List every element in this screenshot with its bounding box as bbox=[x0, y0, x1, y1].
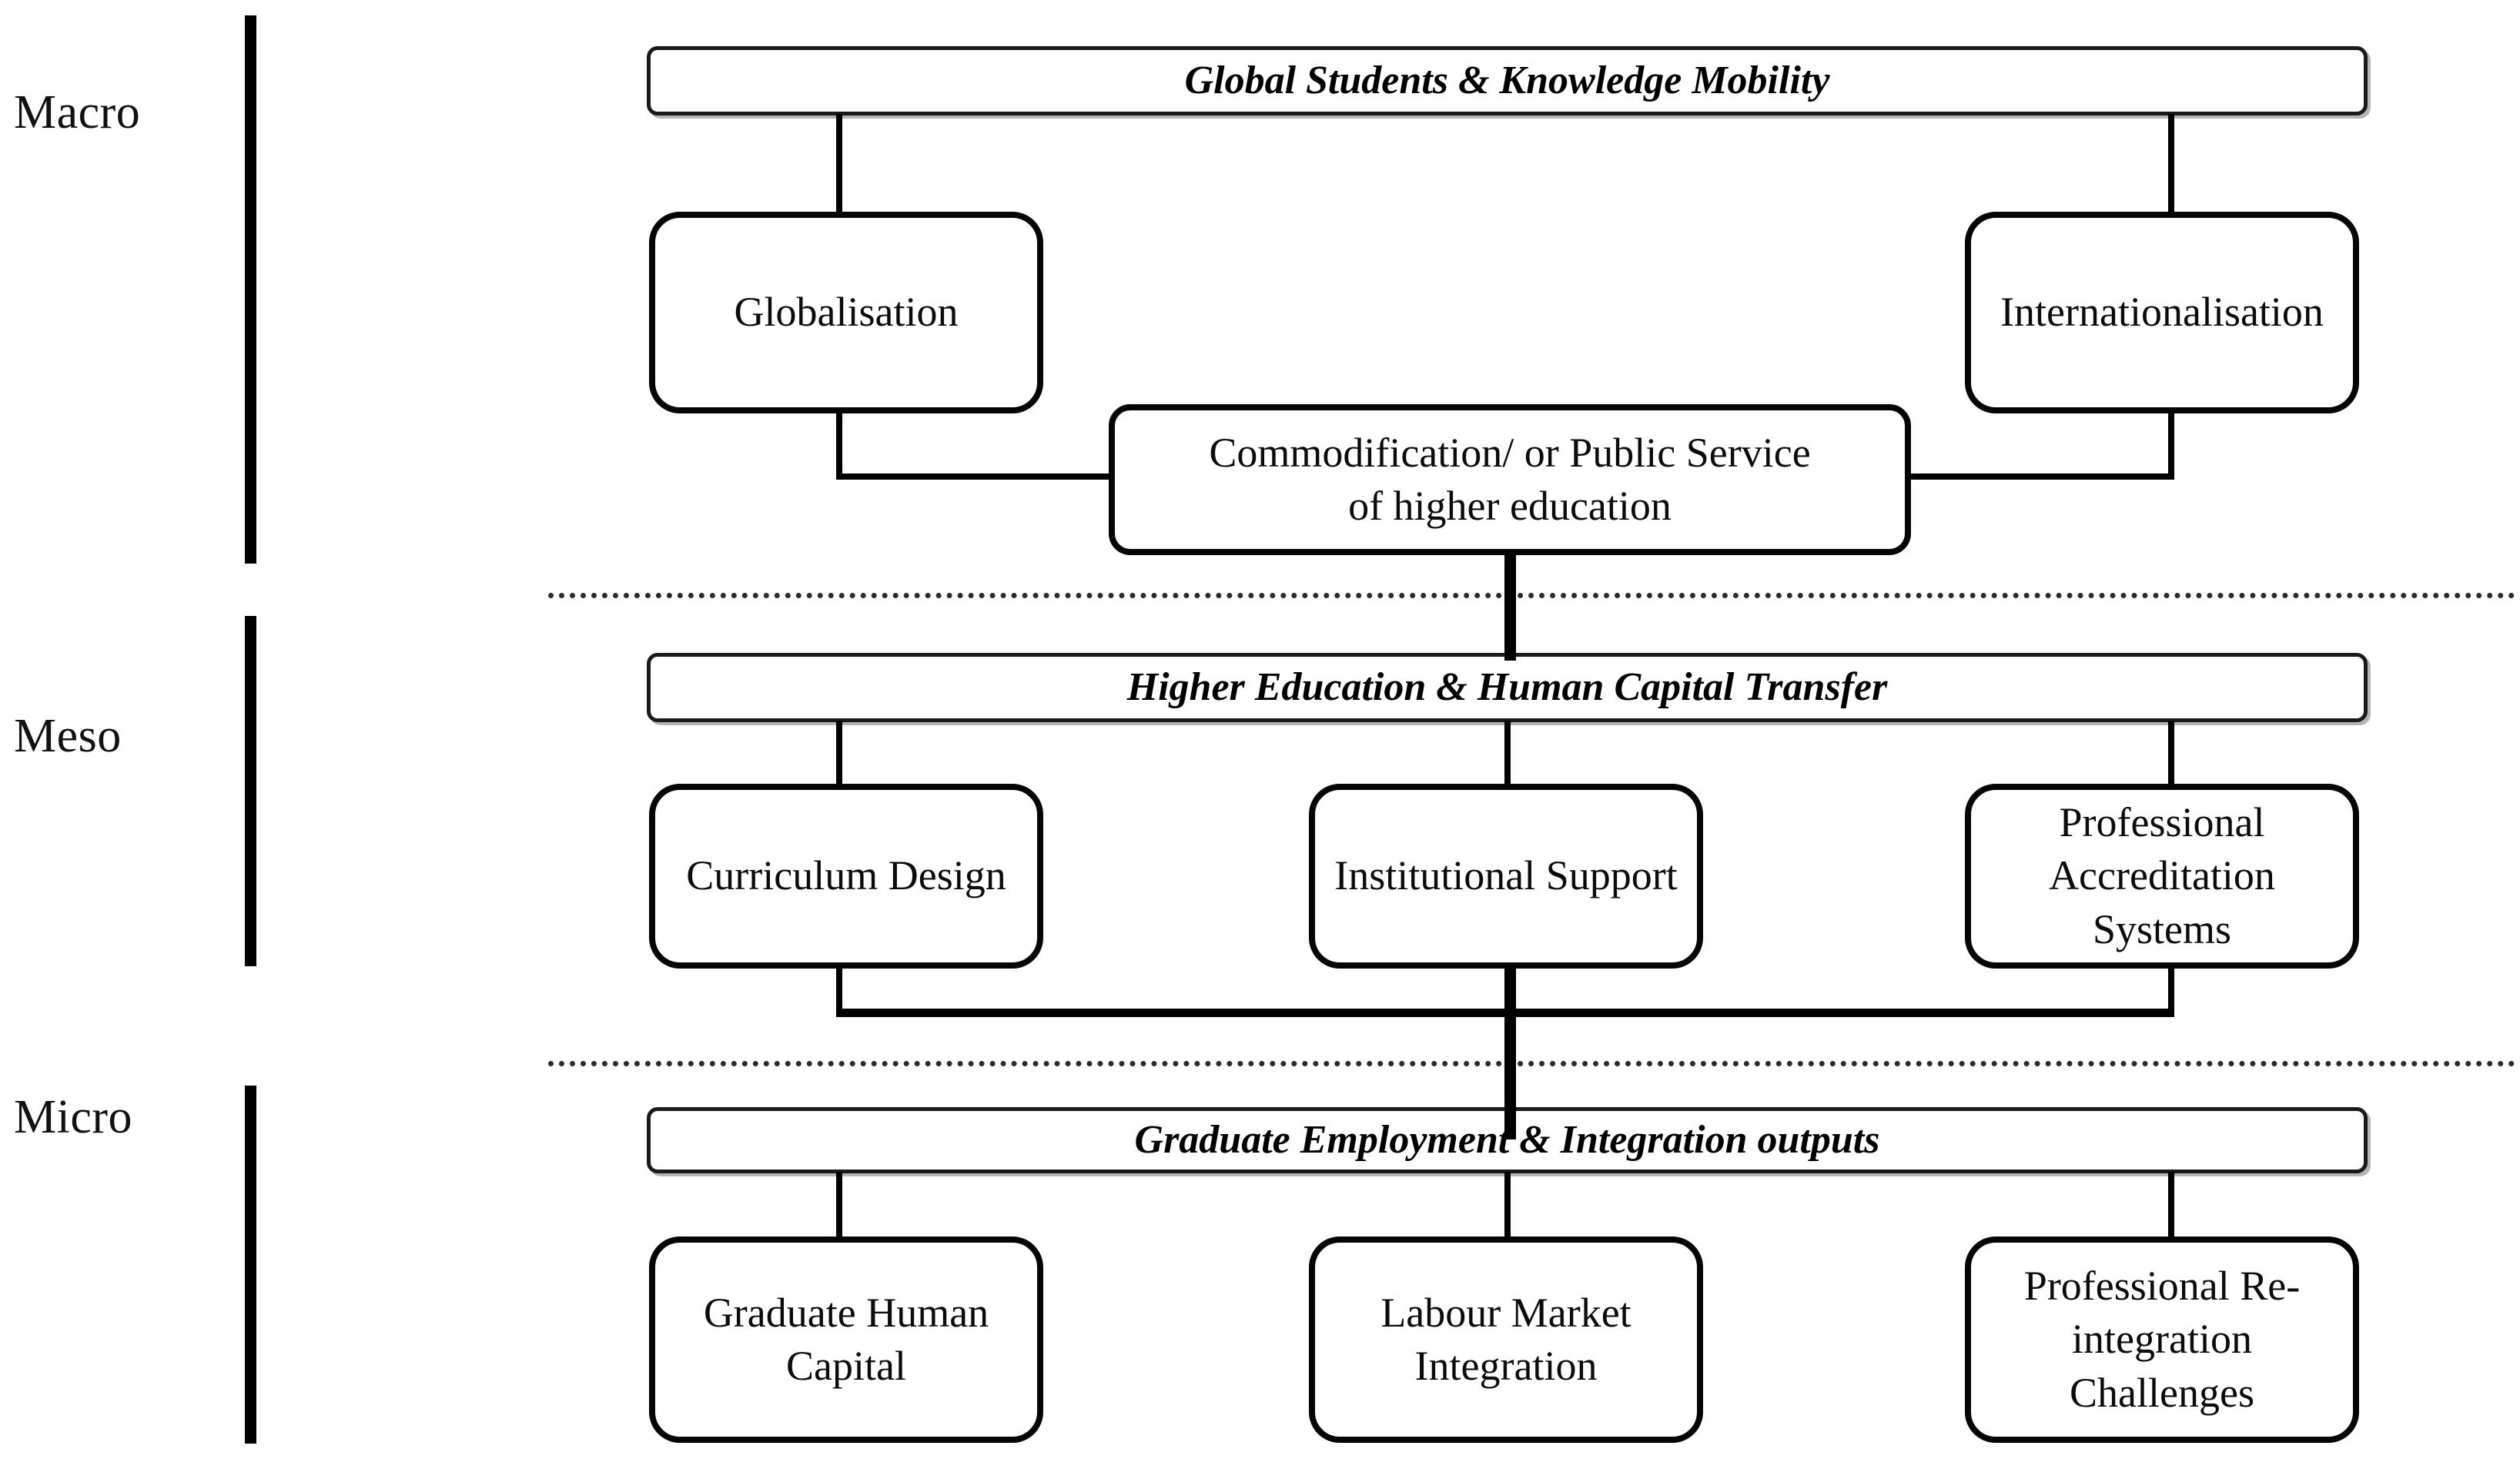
connector-internationalisation-to-commodification bbox=[1896, 474, 2174, 480]
node-commodification-public-service[interactable]: Commodification/ or Public Service of hi… bbox=[1109, 404, 1911, 555]
node-curriculum-design-label: Curriculum Design bbox=[686, 852, 1006, 899]
node-institutional-support[interactable]: Institutional Support bbox=[1309, 784, 1703, 969]
node-professional-accreditation-systems-label: Professional Accreditation Systems bbox=[2049, 799, 2275, 952]
connector-macro-to-meso-trunk bbox=[1504, 551, 1516, 661]
level-label-meso: Meso bbox=[14, 710, 122, 762]
node-professional-reintegration-challenges-label: Professional Re- integration Challenges bbox=[2023, 1263, 2301, 1416]
level-label-macro: Macro bbox=[14, 86, 141, 139]
node-institutional-support-label: Institutional Support bbox=[1334, 852, 1678, 899]
node-curriculum-design[interactable]: Curriculum Design bbox=[649, 784, 1043, 969]
connector-curriculum-design-down bbox=[836, 965, 842, 1013]
node-globalisation-label: Globalisation bbox=[734, 289, 959, 336]
connector-globalisation-to-commodification bbox=[836, 474, 1125, 480]
level-label-micro: Micro bbox=[14, 1091, 133, 1143]
macro-banner: Global Students & Knowledge Mobility bbox=[647, 46, 2368, 115]
connector-meso-banner-to-curriculum-design bbox=[836, 721, 842, 787]
connector-macro-banner-to-globalisation bbox=[836, 114, 842, 216]
connector-meso-banner-to-institutional-support bbox=[1504, 721, 1511, 787]
node-labour-market-integration-label: Labour Market Integration bbox=[1380, 1289, 1631, 1389]
macro-banner-label: Global Students & Knowledge Mobility bbox=[1184, 58, 1830, 102]
node-graduate-human-capital[interactable]: Graduate Human Capital bbox=[649, 1236, 1043, 1443]
level-rule-macro bbox=[245, 15, 256, 564]
node-internationalisation-label: Internationalisation bbox=[2000, 289, 2324, 336]
connector-micro-banner-to-graduate-human-capital bbox=[836, 1172, 842, 1240]
node-commodification-public-service-label: Commodification/ or Public Service of hi… bbox=[1209, 429, 1811, 529]
connector-meso-to-micro-trunk bbox=[1504, 965, 1516, 1139]
level-rule-micro bbox=[245, 1086, 256, 1444]
node-professional-accreditation-systems[interactable]: Professional Accreditation Systems bbox=[1965, 784, 2359, 969]
connector-internationalisation-down bbox=[2168, 410, 2174, 480]
connector-micro-banner-to-reintegration-challenges bbox=[2168, 1172, 2174, 1240]
connector-macro-banner-to-internationalisation bbox=[2168, 114, 2174, 216]
connector-meso-banner-to-accreditation-systems bbox=[2168, 721, 2174, 787]
level-rule-meso bbox=[245, 616, 256, 966]
connector-globalisation-down bbox=[836, 410, 842, 480]
meso-banner: Higher Education & Human Capital Transfe… bbox=[647, 653, 2368, 722]
micro-banner: Graduate Employment & Integration output… bbox=[647, 1107, 2368, 1173]
meso-micro-divider bbox=[548, 1061, 2515, 1066]
meso-banner-label: Higher Education & Human Capital Transfe… bbox=[1126, 664, 1888, 709]
node-graduate-human-capital-label: Graduate Human Capital bbox=[703, 1289, 989, 1389]
node-labour-market-integration[interactable]: Labour Market Integration bbox=[1309, 1236, 1703, 1443]
connector-accreditation-systems-down bbox=[2168, 965, 2174, 1013]
macro-meso-divider bbox=[548, 593, 2515, 598]
node-globalisation[interactable]: Globalisation bbox=[649, 212, 1043, 413]
connector-micro-banner-to-labour-market-integration bbox=[1504, 1172, 1511, 1240]
node-professional-reintegration-challenges[interactable]: Professional Re- integration Challenges bbox=[1965, 1236, 2359, 1443]
node-internationalisation[interactable]: Internationalisation bbox=[1965, 212, 2359, 413]
